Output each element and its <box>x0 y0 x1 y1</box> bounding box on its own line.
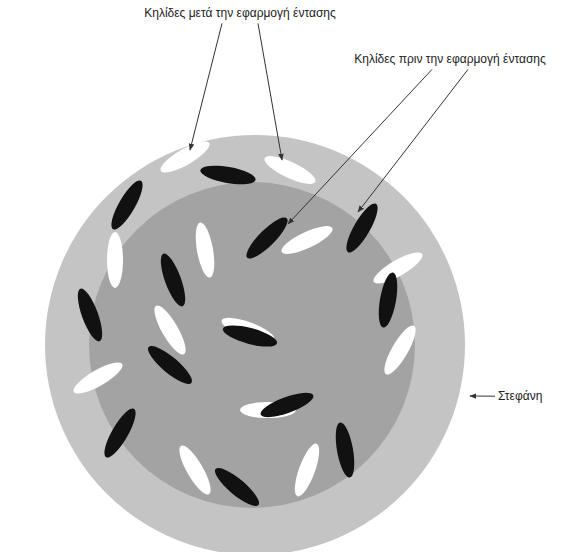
leader-line <box>190 23 222 150</box>
inner-core <box>89 182 415 508</box>
patch-before <box>156 251 190 309</box>
patch-after <box>370 247 426 289</box>
callout-label: Κηλίδες πριν την εφαρμογή έντασης <box>354 52 546 66</box>
leader-line <box>258 23 282 160</box>
leader-line <box>358 69 468 212</box>
patch-before <box>99 405 141 461</box>
patch-before <box>210 463 263 511</box>
patch-before <box>73 286 107 344</box>
patch-after <box>107 232 123 288</box>
patch-before <box>221 321 279 351</box>
patch-before <box>375 271 400 329</box>
patch-before <box>106 177 148 233</box>
outer-ring <box>45 135 465 552</box>
patch-after <box>278 221 336 259</box>
patch-after <box>192 221 217 279</box>
patch-before <box>242 213 293 264</box>
patch-before <box>258 388 316 422</box>
patch-after <box>174 442 216 498</box>
leader-line <box>470 396 495 397</box>
callout-label: Κηλίδες μετά την εφαρμογή έντασης <box>144 6 336 20</box>
patch-before <box>143 341 196 389</box>
patch-after <box>379 322 421 378</box>
patch-before <box>332 421 357 479</box>
patch-after <box>70 357 126 399</box>
leader-line <box>288 69 432 224</box>
patch-after <box>261 151 319 189</box>
region-label: Στεφάνη <box>498 389 542 403</box>
patch-before <box>341 200 383 256</box>
patch-after <box>290 441 324 499</box>
patch-before <box>199 162 257 187</box>
